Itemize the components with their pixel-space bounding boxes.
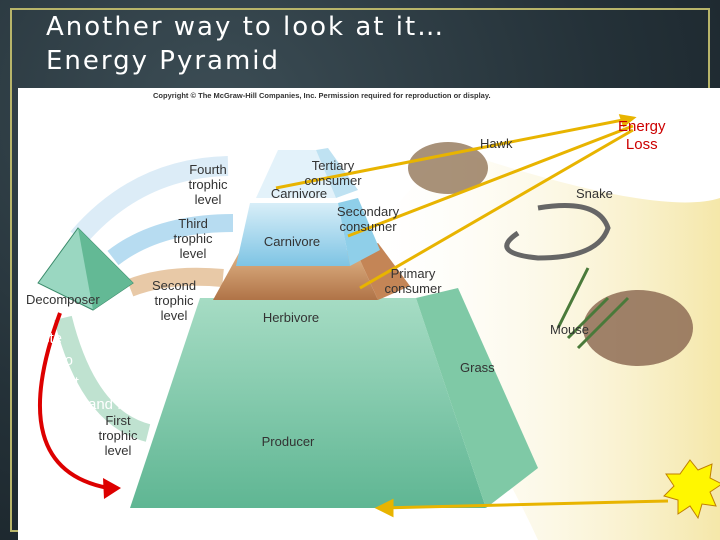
hawk-illustration — [408, 142, 488, 194]
decomposer-label: Decomposer — [26, 292, 100, 307]
tertiary-carnivore-level-side — [316, 148, 358, 198]
recycle-arrow-head — [103, 478, 121, 499]
fourth-level-arrow — [70, 156, 229, 245]
fourth-trophic-label: Fourth trophic level — [188, 162, 228, 207]
secondary-consumer-label: Secondary consumer — [336, 204, 400, 234]
energy-pyramid-figure: Copyright © The McGraw-Hill Companies, I… — [18, 88, 720, 540]
energy-loss-label: Energy Loss — [618, 118, 666, 153]
snake-illustration — [504, 203, 611, 261]
slide-title: Another way to look at it… Energy Pyrami… — [46, 10, 445, 78]
carnivore-label-middle: Carnivore — [263, 234, 321, 249]
herbivore-label: Herbivore — [262, 310, 320, 325]
obscured-text-line-1: ste — [42, 330, 63, 347]
first-trophic-label: First trophic level — [98, 413, 138, 458]
obscured-text-line-2: n to — [48, 352, 74, 369]
third-trophic-label: Third trophic level — [173, 216, 213, 261]
primary-consumer-label: Primary consumer — [384, 266, 442, 296]
pyramid-illustration — [37, 114, 720, 540]
energy-loss-arrows — [275, 114, 669, 518]
copyright-notice: Copyright © The McGraw-Hill Companies, I… — [153, 91, 491, 100]
carnivore-label-top: Carnivore — [270, 186, 328, 201]
producer-label: Producer — [261, 434, 315, 449]
sunlight-band — [348, 148, 720, 540]
tertiary-consumer-label: Tertiary consumer — [304, 158, 362, 188]
grass-illustration — [556, 267, 630, 350]
title-line-2: Energy Pyramid — [46, 46, 281, 76]
mouse-illustration — [583, 290, 693, 366]
second-level-arrow — [126, 267, 224, 297]
herbivore-level-side — [356, 243, 410, 300]
first-level-arrow — [54, 315, 151, 442]
title-line-1: Another way to look at it… — [46, 12, 446, 42]
second-trophic-label: Second trophic level — [151, 278, 197, 323]
decomposer-pyramid-side — [78, 228, 133, 310]
tertiary-carnivore-level — [256, 150, 336, 198]
obscured-text-line-4: and N en — [88, 396, 149, 413]
snake-label: Snake — [576, 186, 613, 201]
producer-level-side — [416, 288, 538, 508]
sun-icon — [663, 459, 720, 520]
producer-level — [130, 298, 486, 508]
mouse-label: Mouse — [550, 322, 590, 337]
obscured-text-line-3: ials t — [48, 374, 79, 391]
hawk-label: Hawk — [480, 136, 513, 151]
secondary-carnivore-level — [236, 203, 350, 266]
third-level-arrow — [107, 214, 234, 266]
grass-label: Grass — [460, 360, 495, 375]
obscured-text: ste n to ials t and N en — [42, 328, 149, 416]
recycle-arrow — [38, 312, 109, 490]
